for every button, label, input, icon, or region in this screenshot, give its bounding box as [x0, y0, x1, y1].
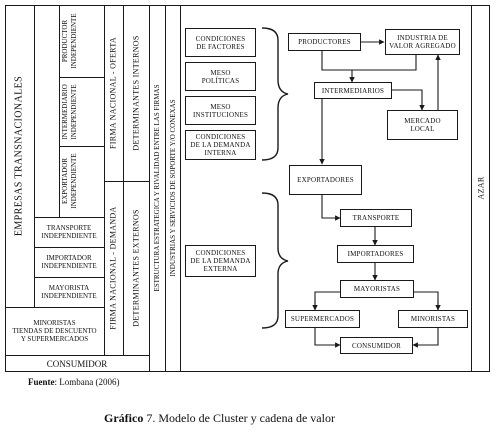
- source-text: : Lombana (2006): [54, 377, 120, 387]
- minoristas-box: MINORISTAS: [398, 310, 468, 328]
- divider-right-azar: [471, 5, 472, 372]
- mayoristas-box: MAYORISTAS: [340, 280, 414, 298]
- consumidor-cell: CONSUMIDOR: [46, 358, 108, 369]
- caption-text: 7. Modelo de Cluster y cadena de valor: [143, 411, 335, 425]
- row-line-6: [5, 307, 104, 308]
- exportadores-box: EXPORTADORES: [289, 165, 362, 195]
- caption-label: Gráfico: [104, 411, 144, 425]
- divider-left-2: [104, 5, 105, 355]
- condiciones-demanda-interna-box: CONDICIONES DE LA DEMANDA INTERNA: [185, 130, 256, 160]
- mercado-local-box: MERCADO LOCAL: [387, 110, 458, 140]
- diagram-frame: [5, 5, 490, 372]
- productores-box: PRODUCTORES: [288, 33, 361, 51]
- source-note: Fuente: Lombana (2006): [28, 377, 119, 387]
- meso-politicas-box: MESO POLÍTICAS: [185, 62, 256, 91]
- arrow-minor-consum: [412, 328, 439, 348]
- industria-valor-agregado-box: INDUSTRIA DE VALOR AGREGADO: [385, 29, 460, 55]
- divider-left-4: [149, 5, 150, 372]
- supermercados-box: SUPERMERCADOS: [285, 310, 360, 328]
- arrow-super-consum: [314, 328, 341, 348]
- row-line-5: [34, 277, 104, 278]
- arrow-export-transp: [321, 195, 341, 221]
- mayorista-independiente-cell: MAYORISTA INDEPENDIENTE: [41, 284, 97, 300]
- condiciones-demanda-externa-box: CONDICIONES DE LA DEMANDA EXTERNA: [185, 245, 256, 277]
- transporte-box: TRANSPORTE: [340, 209, 412, 227]
- transporte-independiente-cell: TRANSPORTE INDEPENDIENTE: [41, 224, 97, 240]
- row-line-3: [34, 217, 104, 218]
- minoristas-tiendas-cell: MINORISTAS TIENDAS DE DESCUENTO Y SUPERM…: [12, 319, 97, 343]
- meso-instituciones-box: MESO INSTITUCIONES: [185, 96, 256, 125]
- divider-left-5: [165, 5, 166, 372]
- divider-left-3: [123, 5, 124, 355]
- row-line-4: [34, 247, 104, 248]
- condiciones-factores-box: CONDICIONES DE FACTORES: [185, 28, 256, 57]
- row-line-7: [5, 355, 149, 356]
- divider-prod-sub: [59, 5, 60, 217]
- row-line-2: [59, 146, 104, 147]
- source-label: Fuente: [28, 377, 55, 387]
- importadores-box: IMPORTADORES: [337, 245, 414, 263]
- upper-brace: [261, 27, 289, 161]
- row-line-1: [59, 77, 104, 78]
- intermediarios-box: INTERMEDIARIOS: [314, 82, 392, 99]
- importador-independiente-cell: IMPORTADOR INDEPENDIENTE: [41, 254, 97, 270]
- arrow-intermed-mercado: [392, 89, 425, 111]
- divider-left-1: [34, 5, 35, 307]
- divider-left-6: [180, 5, 181, 372]
- arrow-industria-intermed: [352, 55, 417, 71]
- row-line-firma: [104, 181, 149, 182]
- arrow-prod-intermed: [321, 51, 355, 83]
- consumidor-box: CONSUMIDOR: [340, 337, 413, 354]
- figure-caption: Gráfico 7. Modelo de Cluster y cadena de…: [104, 411, 335, 426]
- lower-brace: [261, 192, 289, 329]
